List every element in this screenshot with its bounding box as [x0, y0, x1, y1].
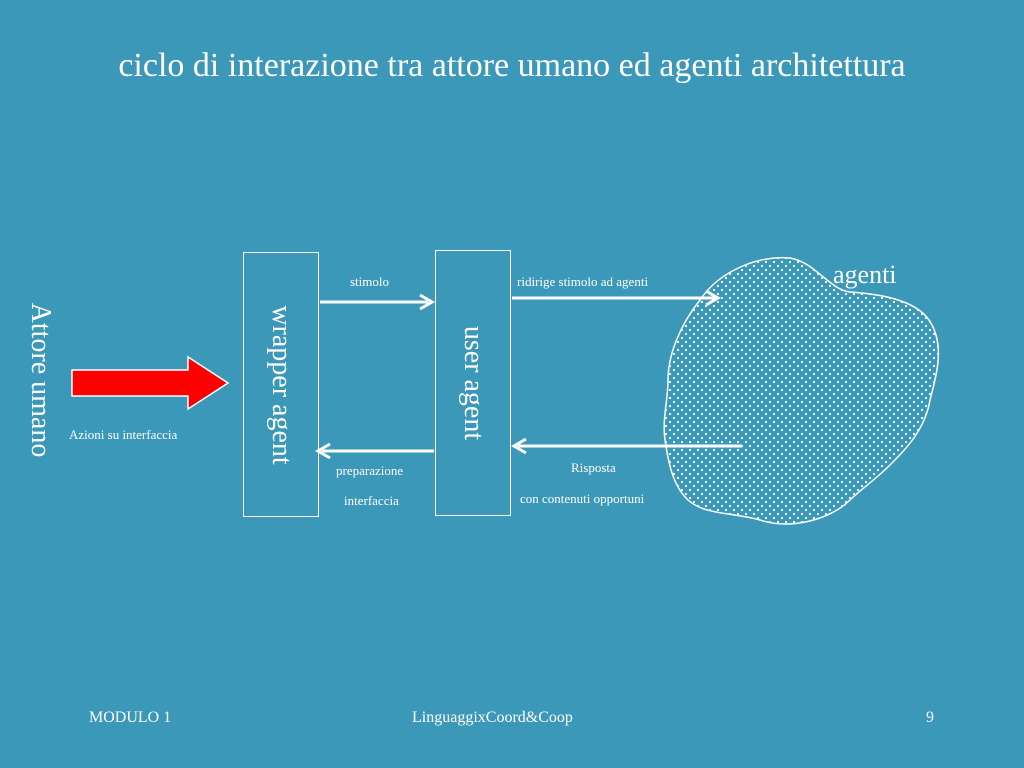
stimolo-arrowhead [419, 293, 435, 311]
response-label-line1: Risposta [571, 460, 616, 475]
user-agent-label: user agent [458, 325, 489, 441]
actor-label: Attore umano [25, 302, 56, 458]
agents-label: agenti [833, 260, 897, 289]
response-label-line2: con contenuti opportuni [520, 491, 645, 506]
footer-page-number: 9 [926, 709, 934, 726]
user-agent-box: user agent [435, 250, 511, 516]
prep-label-line2: interfaccia [344, 493, 399, 508]
actions-label: Azioni su interfaccia [69, 427, 178, 442]
redirect-arrowhead [705, 289, 721, 307]
wrapper-agent-label: wrapper agent [266, 304, 297, 465]
wrapper-agent-box: wrapper agent [243, 252, 319, 517]
slide-title: ciclo di interazione tra attore umano ed… [118, 47, 906, 84]
prep-label-line1: preparazione [336, 463, 404, 478]
input-arrow-red [71, 355, 230, 411]
redirect-label: ridirige stimolo ad agenti [517, 274, 649, 289]
response-arrowhead [511, 437, 527, 455]
agents-cloud [663, 256, 940, 525]
footer-course: LinguaggixCoord&Coop [412, 709, 573, 726]
footer-module: MODULO 1 [89, 709, 172, 726]
stimolo-label: stimolo [350, 274, 390, 289]
